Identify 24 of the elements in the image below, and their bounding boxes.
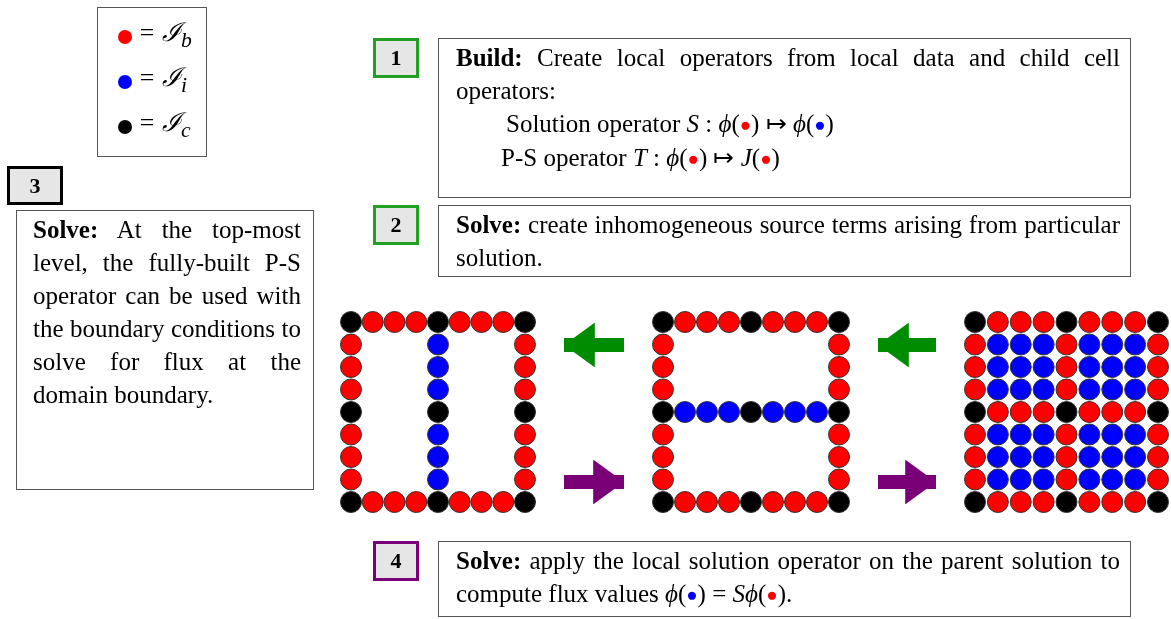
step-number-badge: 1	[373, 38, 419, 78]
block-arrow	[878, 322, 936, 368]
formula-text: Solution operator S : ϕ(●) ↦ ϕ(●)	[506, 109, 835, 140]
dot-grid-drawing	[964, 311, 1169, 513]
step-description-box	[16, 210, 314, 490]
legend-label: = ℐ$_{c}$	[138, 107, 191, 145]
step-description-box	[438, 541, 1131, 617]
legend-label: = ℐ$_{b}$	[138, 17, 192, 55]
legend-label: = ℐ$_{i}$	[138, 62, 188, 100]
block-arrow	[564, 459, 624, 505]
step-description-box	[438, 205, 1131, 277]
step-description-box	[438, 38, 1131, 198]
block-arrow	[564, 322, 624, 368]
description-text: Solve: create inhomogeneous source terms arising from particular solution.	[456, 210, 1120, 273]
dot-grid-drawing	[340, 311, 536, 513]
description-text: Build: Create local operators from local data and child cell operators:	[456, 43, 1120, 106]
step-number-badge: 4	[373, 541, 419, 581]
dot-grid-drawing	[652, 311, 850, 513]
formula-text: P-S operator T : ϕ(●) ↦ J(●)	[501, 142, 781, 174]
description-text: Solve: apply the local solution operator on the parent solution to compute flux values ϕ(●) = Sϕ(●).	[456, 546, 1120, 610]
description-text: Solve: At the top-most level, the fully-built P-S operator can be used with the boundary conditions to solve for flux at the domain boundary.	[33, 215, 301, 410]
step-number-badge: 3	[7, 166, 63, 205]
step-number-badge: 2	[373, 205, 419, 245]
block-arrow	[878, 459, 936, 505]
